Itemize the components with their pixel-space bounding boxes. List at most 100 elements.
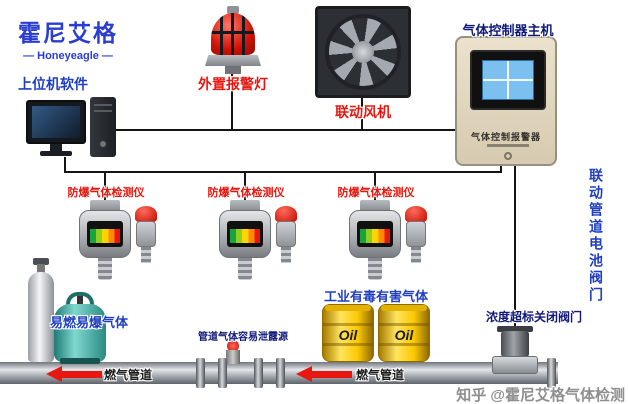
detector-alarm-body: [136, 221, 156, 247]
drum-label: Oil: [338, 327, 358, 343]
solenoid-valve-body: [492, 356, 538, 374]
pipe-flange: [196, 358, 205, 388]
leak-source-stub: [226, 350, 240, 364]
gas-cylinder-icon: [28, 272, 54, 362]
leak-source-label: 管道气体容易泄露源: [198, 332, 288, 343]
wire-detector-bus: [64, 171, 502, 173]
monitor-stand: [50, 144, 62, 151]
flammable-gas-label: 易燃易爆气体: [49, 315, 128, 330]
detector-sensor-stem: [98, 258, 112, 280]
drum-rib: [323, 343, 373, 346]
cylinder-neck: [37, 264, 45, 274]
detector-label: 防爆气体检测仪: [67, 187, 145, 199]
detector-sensor-stem: [238, 258, 252, 280]
drum-rib: [323, 323, 373, 326]
gas-detector-2: 防爆气体检测仪: [199, 184, 309, 300]
brand-logo: 霍尼艾格 — Honeyeagle —: [8, 14, 128, 62]
pipeline-label-left: 燃气管道: [104, 368, 153, 382]
leak-source-icon: [227, 340, 239, 352]
controller-panel-label: 气体控制报警器: [470, 132, 541, 142]
pipe-flange: [218, 358, 227, 388]
flow-arrow-shaft: [62, 371, 102, 378]
pipeline-label-right: 燃气管道: [356, 368, 405, 382]
pipe-end-flange: [547, 358, 556, 388]
detector-alarm-unit: [273, 206, 299, 276]
controller-screen: [470, 50, 546, 110]
linked-pipeline-valve-label: 联动管道电池阀门: [588, 168, 604, 304]
monitor-screen: [32, 106, 80, 138]
drum-rim: [325, 305, 371, 311]
computer-tower-icon: [90, 97, 116, 157]
detector-sensor-stem: [368, 258, 382, 280]
alarm-cage-bar: [220, 13, 223, 55]
alarm-light-label: 外置报警灯: [198, 76, 268, 92]
detector-alarm-stem: [141, 247, 151, 263]
detector-conduit: [360, 200, 390, 212]
lpg-tank-base: [60, 358, 100, 364]
wire-valve-drop: [514, 164, 516, 328]
pipe-flange: [254, 358, 263, 388]
gas-controller-box: 气体控制报警器: [455, 36, 557, 166]
detector-alarm-unit: [403, 206, 429, 276]
detector-alarm-unit: [133, 206, 159, 276]
detector-display: [87, 221, 123, 247]
detector-display: [357, 221, 393, 247]
flow-arrow-icon: [296, 366, 312, 382]
detector-conduit: [90, 200, 120, 212]
monitor-base: [40, 151, 72, 156]
tower-power-button: [100, 141, 106, 147]
watermark: 知乎 @霍尼艾格气体检测: [456, 387, 625, 404]
cylinder-valve-knob: [33, 258, 49, 265]
fan-hub: [352, 41, 374, 63]
lpg-tank-handle: [66, 292, 94, 306]
wire-top-bus: [112, 129, 455, 131]
detector-alarm-body: [276, 221, 296, 247]
alarm-cage-bar: [211, 31, 255, 34]
fan-label: 联动风机: [335, 104, 391, 120]
oil-drum-icon: Oil: [378, 304, 430, 362]
detector-alarm-stem: [281, 247, 291, 263]
detector-body: [349, 210, 401, 258]
detector-conduit: [230, 200, 260, 212]
alarm-cap: [227, 6, 239, 14]
alarm-cage-bar: [242, 13, 245, 55]
gas-detector-3: 防爆气体检测仪: [329, 184, 439, 300]
oil-drum-icon: Oil: [322, 304, 374, 362]
flow-arrow-shaft: [312, 371, 352, 378]
monitor-icon: [26, 100, 86, 144]
tower-drive-slot: [94, 110, 112, 112]
controller-display-grid: [482, 60, 534, 100]
detector-body: [79, 210, 131, 258]
wire-controller-drop: [500, 164, 502, 173]
detector-alarm-cap-icon: [275, 206, 297, 222]
valve-cap: [497, 326, 533, 332]
exhaust-fan-icon: [315, 6, 411, 98]
drum-rib: [379, 323, 429, 326]
drum-label: Oil: [394, 327, 414, 343]
wire-computer-drop: [64, 157, 66, 171]
wire-detector2-drop: [244, 173, 246, 201]
brand-title: 霍尼艾格: [18, 20, 118, 46]
gas-detector-1: 防爆气体检测仪: [59, 184, 169, 300]
controller-slot: [487, 144, 529, 147]
wire-detector3-drop: [374, 173, 376, 201]
detector-body: [219, 210, 271, 258]
solenoid-valve-coil: [501, 331, 529, 357]
tower-drive-slot: [94, 104, 112, 106]
alarm-beacon-icon: [205, 6, 261, 76]
lpg-tank-valve: [77, 296, 83, 304]
alarm-bracket: [225, 66, 241, 74]
drum-rim: [381, 305, 427, 311]
detector-label: 防爆气体检测仪: [207, 187, 285, 199]
controller-keyhole: [504, 152, 512, 160]
pipe-flange: [276, 358, 285, 388]
wire-fan-drop: [361, 96, 363, 131]
wire-detector1-drop: [104, 173, 106, 201]
detector-alarm-cap-icon: [405, 206, 427, 222]
detector-label: 防爆气体检测仪: [337, 187, 415, 199]
detector-alarm-cap-icon: [135, 206, 157, 222]
lpg-tank-icon: [54, 304, 106, 362]
drum-rib: [379, 343, 429, 346]
detector-alarm-body: [406, 221, 426, 247]
